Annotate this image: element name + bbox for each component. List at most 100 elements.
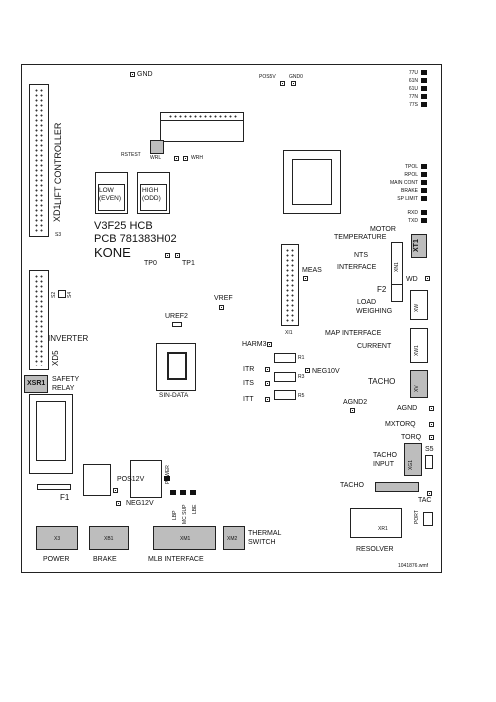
xv-label: XV <box>414 385 420 392</box>
led-label-77u: 77U <box>408 70 418 76</box>
brake-label: BRAKE <box>93 556 117 563</box>
xsr1-label: XSR1 <box>27 380 46 387</box>
r3-label: R3 <box>298 374 305 380</box>
rstest-label: RSTEST <box>121 152 141 158</box>
lbe-label: LBE <box>192 504 198 514</box>
rstest-button <box>150 140 164 154</box>
tp0-testpoint <box>165 253 170 258</box>
eprom-low-chip <box>98 184 125 211</box>
s2-label: S2 <box>51 291 57 298</box>
itr-testpoint <box>265 367 270 372</box>
itt-label: ITT <box>243 396 254 403</box>
led-label-brake: BRAKE <box>401 188 418 194</box>
xb1-brake-connector <box>89 526 129 550</box>
tacho-port-connector <box>375 482 419 492</box>
gnd-testpoint <box>130 72 135 77</box>
led-61n <box>421 78 427 83</box>
r1-trimmer-block <box>274 353 296 363</box>
neg12v-testpoint <box>116 501 121 506</box>
led-txd <box>421 218 427 223</box>
switch-label: SWITCH <box>248 539 276 546</box>
xd1-label: XD1 <box>52 204 62 222</box>
led-label-tpol: TPOL <box>404 164 418 170</box>
xw1-label: XW1 <box>414 345 420 356</box>
xw-label: XW <box>414 303 420 312</box>
its-testpoint <box>265 381 270 386</box>
xg1-connector <box>404 443 422 476</box>
lift-controller-label: LIFT CONTROLLER <box>53 122 63 205</box>
safety-label: SAFETY <box>52 376 80 383</box>
led-tpol <box>421 164 427 169</box>
r1-label: R1 <box>298 355 305 361</box>
vref-testpoint <box>219 305 224 310</box>
sin-data-label: SIN-DATA <box>159 392 189 399</box>
xi1-label: XI1 <box>285 330 293 336</box>
neg12v-label: NEG12V <box>126 500 154 507</box>
led-main-cont <box>421 180 427 185</box>
s5-label: S5 <box>425 446 434 453</box>
xv-connector <box>410 370 428 398</box>
its-label: ITS <box>243 380 254 387</box>
led-label-61n: 61N <box>408 78 418 84</box>
xm2-thermal-connector <box>223 526 245 550</box>
harm3-testpoint <box>267 342 272 347</box>
led-rxd <box>421 210 427 215</box>
xd5-label: XD5 <box>51 350 60 366</box>
led-label-main-cont: MAIN CONT <box>389 180 418 186</box>
power-capacitor <box>83 464 111 496</box>
eprom-high-label: HIGH <box>142 187 159 194</box>
inverter-label: INVERTER <box>48 334 89 343</box>
xt1-connector <box>411 234 427 258</box>
pos12v-label: POS12V <box>117 476 145 483</box>
r5-label: R5 <box>298 393 305 399</box>
wrh-label: WRH <box>191 155 203 161</box>
f1-fuse <box>37 484 71 490</box>
board-type-label: V3F25 HCB <box>94 220 153 232</box>
sin-data-core <box>167 352 187 380</box>
xt1-label: XT1 <box>413 239 420 252</box>
r5-trimmer-block <box>274 390 296 400</box>
agnd-testpoint <box>429 406 434 411</box>
s2-switch <box>58 290 66 298</box>
xw1-connector <box>410 328 428 363</box>
pos5v-label: POS5V <box>259 74 276 80</box>
xm2-label: XM2 <box>227 536 238 542</box>
rstest-relay-pins <box>168 114 238 120</box>
tp1-testpoint <box>175 253 180 258</box>
uref2-label: UREF2 <box>165 313 188 320</box>
r3-trimmer-block <box>274 372 296 382</box>
xb1-label: XB1 <box>104 536 114 542</box>
agnd2-testpoint <box>350 408 355 413</box>
torq-testpoint <box>429 435 434 440</box>
pcb-board-outline <box>21 64 442 573</box>
led-rpol <box>421 172 427 177</box>
xg1-label: XG1 <box>408 459 414 470</box>
uref2-testpoint <box>172 322 182 327</box>
s5-switch <box>425 455 433 469</box>
nts-interface-label: INTERFACE <box>337 264 377 271</box>
tacho-port-label: TACHO <box>340 482 364 489</box>
led-61u <box>421 86 427 91</box>
temperature-label: TEMPERATURE <box>334 234 387 241</box>
x3-power-connector <box>36 526 78 550</box>
tac-testpoint <box>427 491 432 496</box>
neg10v-label: NEG10V <box>312 368 340 375</box>
led-label-rpol: RPOL <box>404 172 418 178</box>
harm3-label: HARM3 <box>242 341 267 348</box>
led-label-rxd: RXD <box>407 210 418 216</box>
xr1-connector <box>350 508 402 538</box>
nts-label: NTS <box>354 252 368 259</box>
mlb-interface-label: MLB INTERFACE <box>148 556 204 563</box>
f1-label: F1 <box>60 493 70 502</box>
f2-label: F2 <box>377 285 387 294</box>
vref-label: VREF <box>214 295 233 302</box>
lbp-led <box>170 490 176 495</box>
xm1-mlb-connector <box>153 526 216 550</box>
current-label: CURRENT <box>357 343 392 350</box>
tacho-label: TACHO <box>368 377 396 386</box>
xn1-label: XN1 <box>394 262 400 272</box>
xr1-label: XR1 <box>378 526 388 532</box>
agnd2-label: AGND2 <box>343 399 368 406</box>
pcb-number-label: PCB 781383H02 <box>94 233 177 245</box>
wrl-label: WRL <box>150 155 162 161</box>
